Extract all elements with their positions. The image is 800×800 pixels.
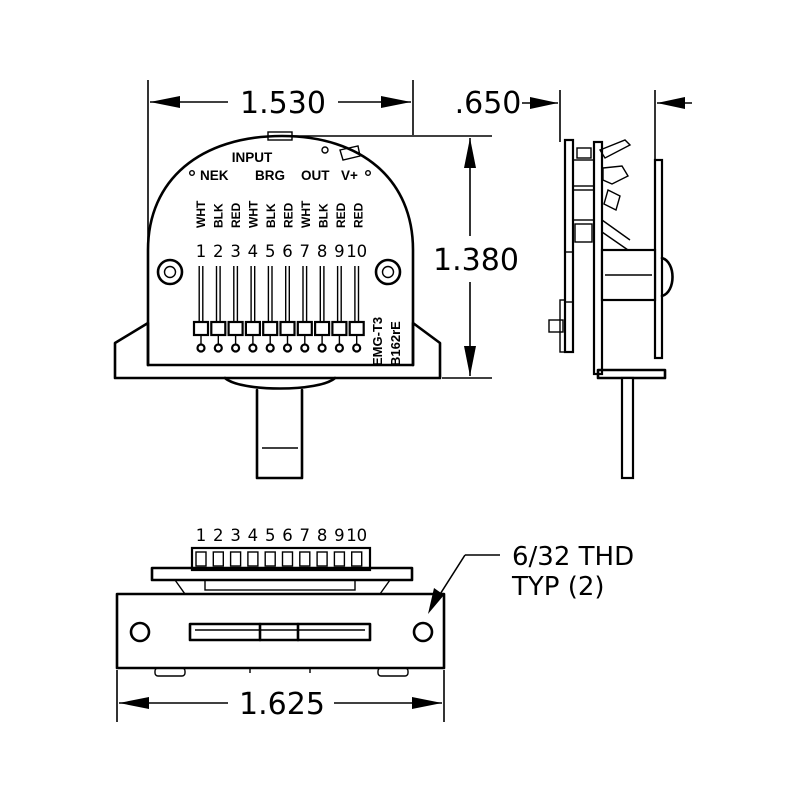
pin-number: 1: [196, 242, 207, 261]
pin-number-bottom: 4: [248, 526, 259, 545]
pin-number: 2: [213, 242, 224, 261]
thread-callout: 6/32 THD TYP (2): [428, 542, 634, 614]
pin-number-bottom: 3: [230, 526, 241, 545]
solder-pins: [192, 266, 365, 353]
solder-pin: [262, 266, 279, 353]
pin-number-bottom: 2: [213, 526, 224, 545]
foot-right: [377, 667, 409, 677]
connector-cell: [299, 551, 311, 567]
out-label: OUT: [301, 168, 330, 183]
pin-number: 5: [265, 242, 276, 261]
dimension-height-top: 1.380: [292, 135, 519, 379]
connector-cell: [281, 551, 294, 567]
connector-cell: [195, 551, 207, 567]
connector-cell: [316, 551, 328, 567]
wire-label: RED: [229, 202, 243, 228]
solder-pin: [314, 266, 331, 353]
pin-number: 8: [317, 242, 328, 261]
pin-number-bottom: 5: [265, 526, 276, 545]
pin-number: 6: [282, 242, 293, 261]
dimension-width-bottom: 1.625: [116, 670, 445, 722]
lever-base: [223, 376, 337, 390]
wire-label: WHT: [247, 200, 261, 228]
solder-pin: [244, 266, 261, 353]
solder-pin: [348, 266, 365, 353]
side-bracket: [596, 368, 667, 380]
connector-cell: [229, 551, 242, 567]
pin-number: 4: [248, 242, 259, 261]
front-connector: [190, 546, 372, 572]
dim-1530: 1.530: [240, 86, 326, 121]
wire-label: WHT: [194, 200, 208, 228]
nek-label: NEK: [200, 168, 229, 183]
side-plate-left: [563, 138, 575, 354]
connector-cell: [333, 551, 346, 567]
mount-hole-left: [156, 258, 184, 286]
solder-pin: [227, 266, 244, 353]
wire-label: RED: [334, 202, 348, 228]
front-body: [115, 592, 446, 670]
thread-hole-left: [129, 621, 151, 643]
wire-label: WHT: [299, 200, 313, 228]
pin-number: 10: [346, 242, 367, 261]
foot-left: [154, 667, 186, 677]
solder-pin: [210, 266, 227, 353]
solder-pin: [331, 266, 348, 353]
board-outline: [146, 134, 415, 367]
solder-pin: [279, 266, 296, 353]
pin-number-bottom: 10: [346, 526, 367, 545]
mount-hole-right: [374, 258, 402, 286]
connector-cell: [264, 551, 276, 567]
pin-number: 9: [334, 242, 345, 261]
front-pcb: [150, 566, 414, 582]
part-number-b162: B162rE: [388, 321, 403, 366]
vplus-label: V+: [341, 168, 358, 183]
lever-slot: [188, 622, 372, 642]
pin-number-bottom: 8: [317, 526, 328, 545]
solder-pin: [192, 266, 210, 353]
board-dot: [321, 146, 329, 154]
pin-number: 7: [300, 242, 311, 261]
connector-cell: [212, 551, 225, 567]
pin-number-bottom: 1: [196, 526, 207, 545]
input-label: INPUT: [232, 150, 273, 165]
wire-label: BLK: [264, 203, 278, 228]
wire-label: BLK: [212, 203, 226, 228]
dim-1625: 1.625: [239, 687, 325, 722]
connector-cell: [351, 551, 363, 567]
pin-number: 3: [230, 242, 241, 261]
dim-1380: 1.380: [433, 243, 519, 278]
top-slot: [339, 145, 361, 161]
side-view: [548, 138, 674, 480]
pin-number-bottom: 9: [334, 526, 345, 545]
connector-cell: [247, 551, 259, 567]
dim-650: .650: [455, 86, 522, 121]
solder-pin: [296, 266, 313, 353]
dimension-depth-side: .650: [455, 86, 692, 162]
thread-note-line1: 6/32 THD: [512, 542, 634, 572]
wire-label: RED: [282, 202, 296, 228]
pin-number-bottom: 6: [282, 526, 293, 545]
side-shaft-knob: [660, 256, 674, 298]
pin-number-bottom: 7: [300, 526, 311, 545]
brg-label: BRG: [255, 168, 285, 183]
part-number-emg: EMG-T3: [370, 317, 385, 366]
dimension-width-top: 1.530: [147, 80, 414, 350]
wire-label: RED: [352, 202, 366, 228]
side-lever: [620, 376, 635, 480]
thread-note-line2: TYP (2): [511, 572, 605, 602]
switch-lever: [255, 388, 304, 480]
side-plate-right: [592, 140, 604, 376]
wire-label: BLK: [317, 203, 331, 228]
thread-hole-right: [412, 621, 434, 643]
